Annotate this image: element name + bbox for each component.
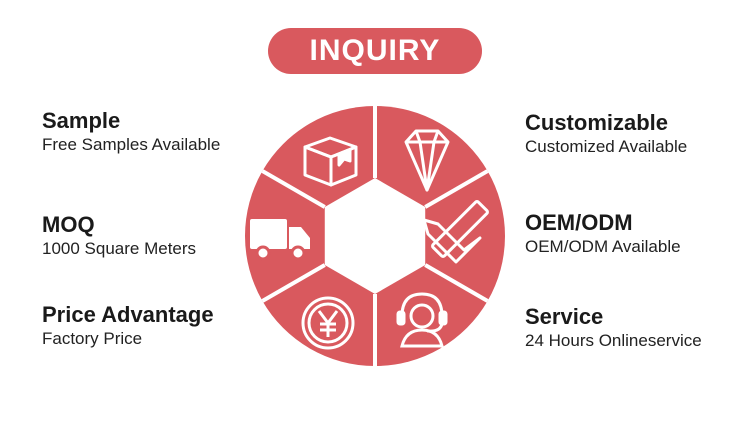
feature-title: OEM/ODM: [525, 210, 633, 235]
diamond-icon: [404, 129, 450, 192]
feature-price-advantage: Price Advantage Factory Price: [42, 302, 214, 350]
segment-truck: [262, 106, 375, 207]
segment-divider: [424, 169, 489, 209]
page-title: INQUIRY: [309, 34, 441, 67]
feature-service: Service 24 Hours Onlineservice: [525, 304, 702, 352]
feature-subtitle: 1000 Square Meters: [42, 239, 197, 258]
wheel-separators: [261, 106, 489, 366]
feature-sample: Sample Free Samples Available: [42, 108, 220, 156]
segment-divider: [424, 263, 489, 303]
yen-coin-icon: [301, 296, 355, 350]
inquiry-title-badge: INQUIRY: [268, 28, 482, 74]
feature-subtitle: Free Samples Available: [42, 135, 221, 154]
feature-title: MOQ: [42, 212, 95, 237]
box-icon: [303, 136, 358, 187]
feature-oem-odm: OEM/ODM OEM/ODM Available: [525, 210, 681, 258]
feature-moq: MOQ 1000 Square Meters: [42, 212, 196, 260]
feature-title: Price Advantage: [42, 302, 214, 327]
segment-divider: [261, 263, 326, 303]
segment-divider: [261, 169, 326, 209]
feature-subtitle: Factory Price: [42, 329, 143, 348]
feature-customizable: Customizable Customized Available: [525, 110, 687, 158]
feature-title: Service: [525, 304, 604, 329]
pencil-ruler-icon: [422, 200, 489, 264]
truck-icon: [250, 219, 310, 261]
headset-agent-icon: [396, 292, 448, 348]
feature-subtitle: Customized Available: [525, 137, 688, 156]
feature-title: Sample: [42, 108, 121, 133]
feature-subtitle: OEM/ODM Available: [525, 237, 681, 256]
feature-subtitle: 24 Hours Onlineservice: [525, 331, 702, 350]
feature-title: Customizable: [525, 110, 669, 135]
